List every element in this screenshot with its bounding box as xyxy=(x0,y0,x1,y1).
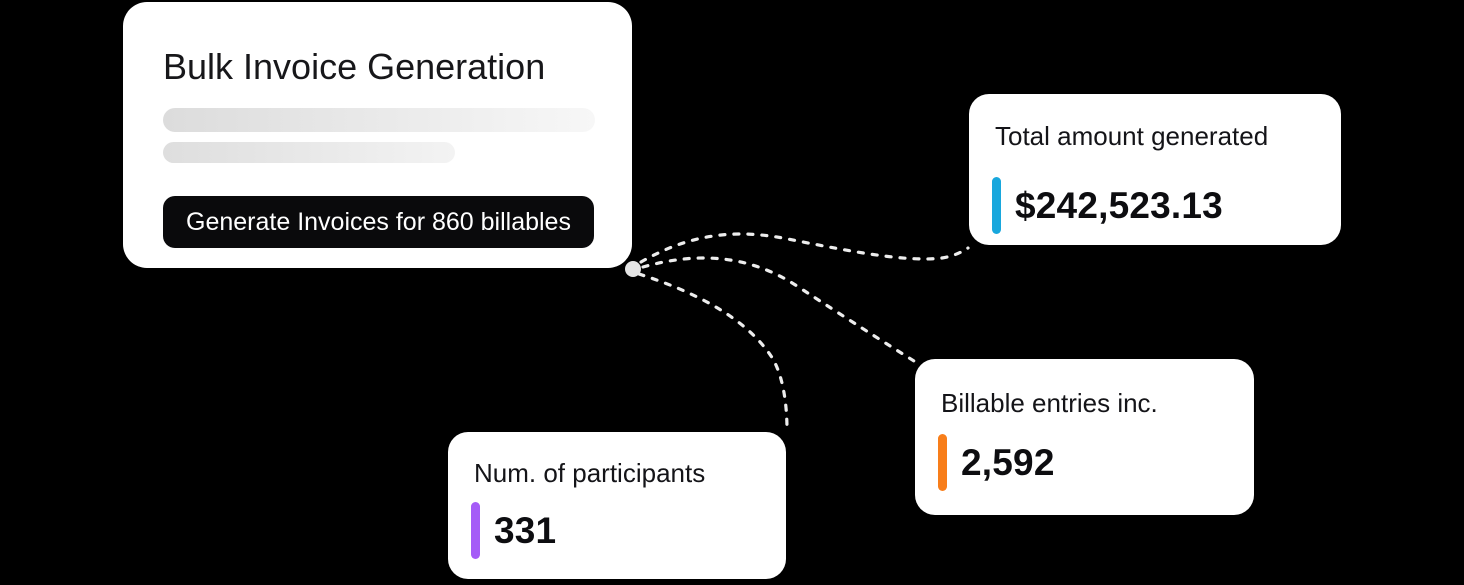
stat-card-total-amount: Total amount generated $242,523.13 xyxy=(969,94,1341,245)
generate-invoices-button[interactable]: Generate Invoices for 860 billables xyxy=(163,196,594,248)
connector-to-total-amount xyxy=(639,232,970,264)
skeleton-line-1 xyxy=(163,108,595,132)
stat-label-total-amount: Total amount generated xyxy=(995,121,1269,151)
orange-accent-bar xyxy=(938,434,947,491)
connector-to-participants xyxy=(637,272,789,432)
stat-card-participants: Num. of participants 331 xyxy=(448,432,786,579)
stat-value-row: 2,592 xyxy=(938,434,1055,491)
stat-value-total-amount: $242,523.13 xyxy=(1015,184,1223,226)
stat-value-billable-entries: 2,592 xyxy=(961,441,1055,483)
stat-value-row: $242,523.13 xyxy=(992,177,1223,234)
stat-label-participants: Num. of participants xyxy=(474,458,706,488)
stat-label-billable-entries: Billable entries inc. xyxy=(941,388,1158,418)
connector-to-billable-entries xyxy=(641,256,916,363)
bulk-invoice-card: Bulk Invoice Generation Generate Invoice… xyxy=(123,2,632,268)
blue-accent-bar xyxy=(992,177,1001,234)
skeleton-line-2 xyxy=(163,142,455,163)
purple-accent-bar xyxy=(471,502,480,559)
stat-value-row: 331 xyxy=(471,502,556,559)
stat-card-billable-entries: Billable entries inc. 2,592 xyxy=(915,359,1254,515)
connector-origin-dot xyxy=(625,261,641,277)
stat-value-participants: 331 xyxy=(494,509,557,551)
card-title: Bulk Invoice Generation xyxy=(163,46,546,87)
